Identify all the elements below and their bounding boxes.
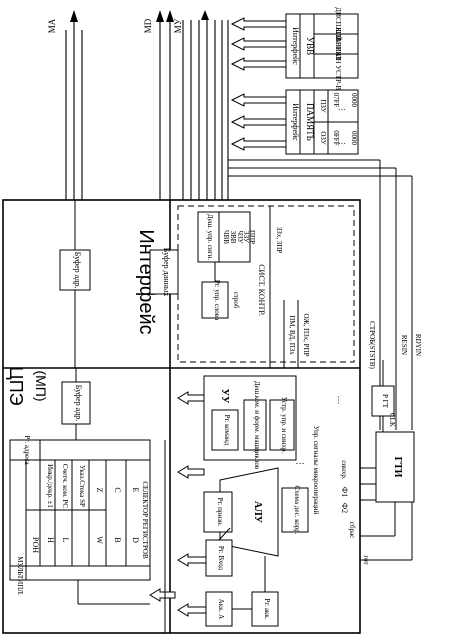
io-group (230, 13, 359, 79)
cpu-subtitle: (МП) (33, 370, 49, 401)
memory-pzu-start: 0000 (350, 93, 358, 108)
sys-ctrl-label: СИСТ. КОНТР. (257, 264, 266, 316)
reg-b-label: B (113, 537, 122, 542)
memory-pzu-end: 07FF (332, 93, 340, 108)
selector-label: СЕЛЕКТОР РЕГИСТРОВ (141, 481, 149, 559)
cmd-register-label: Рг. команд (223, 415, 231, 446)
memory-pzu-label: ПЗУ (319, 99, 327, 112)
gti-clk-label: CLK (388, 413, 396, 427)
zpr-line-label: ЗЗх, ЗПР (275, 227, 283, 254)
control-decoder-label: Деш. упр. сигн. (206, 214, 214, 261)
addr-register-label: Рг. адреса (23, 435, 31, 465)
decoder-output-chzu: ЧЗУ (236, 231, 244, 244)
register-file (9, 439, 151, 581)
memory-title: ПАМЯТЬ (305, 103, 315, 141)
reg-w-label: W (95, 536, 104, 544)
memory-group (230, 89, 359, 155)
gti-rdyin-label: RDYIN (414, 334, 422, 356)
gti-resin-label: RESIN (400, 335, 408, 355)
pc-label: Счетч. ком. PC (61, 464, 69, 509)
addr-buffer-cpu-label: Буфер адр. (74, 385, 83, 422)
reg-d-label: D (131, 537, 140, 543)
io-device-external: ВНЕШН УСТР-ВА (334, 37, 342, 94)
pm-line-label: ПМ, ВД, ПЗх (288, 315, 296, 355)
data-buffer-label: Буфер данных (162, 248, 171, 297)
reg-e-label: E (131, 488, 140, 493)
reg-l-label: L (61, 538, 70, 543)
control-decoder (197, 211, 251, 263)
cpu-frame (2, 199, 361, 634)
gti-block (375, 431, 415, 503)
cpu-title: ЦПЭ (6, 366, 26, 405)
ron-label: РОН (31, 537, 40, 553)
system-buses (65, 10, 229, 200)
ctrl-word-register-label: Рг. упр. слова (213, 280, 221, 321)
bcd-correction (281, 487, 309, 533)
sync-control (269, 399, 295, 451)
flags-register-label: Рг. призн. (216, 498, 224, 527)
alu-label: АЛУ (252, 501, 263, 524)
addr-buffer-interface-label: Буфер адр. (73, 252, 82, 289)
input-register-label: Рг. Вход (217, 546, 225, 571)
bus-label-mu: МУ (173, 18, 183, 33)
gti-sync-label: синхр. (340, 460, 348, 480)
memory-ozu-end: 0FFF (332, 130, 340, 145)
oj-line-label: ОЖ, ПЗх, РПР (302, 313, 310, 356)
decoder-output-ppr: ППР (248, 230, 256, 244)
bus-label-ma: МА (47, 18, 57, 33)
reg-h-label: H (46, 537, 55, 543)
sync-control-label: Устр. упр. и синхр. (280, 397, 288, 454)
io-device-display: ДИСПЛЕЙ (334, 7, 342, 41)
decoder-output-chvv: ЧВВ (222, 230, 230, 244)
cmd-register (211, 409, 239, 451)
io-device-keyboard: КЛАВИАТ (334, 28, 342, 62)
decoder-output-zzu: ЗЗУ (242, 231, 250, 243)
acc-register-label: Рг. акк. (263, 598, 271, 619)
multiplexer-label: МУЛЬТИПЛ. (16, 556, 24, 596)
io-interface-label: Интерфейс (291, 27, 300, 65)
addr-buffer-cpu (61, 381, 91, 425)
gti-label: ГТИ (392, 457, 403, 478)
ctrl-word-register (201, 281, 229, 319)
memory-ozu-dots: … (338, 137, 346, 146)
flags-register (203, 491, 233, 533)
memory-pzu-dots: … (338, 103, 346, 112)
memory-ozu-label: ОЗУ (319, 131, 327, 144)
cmd-decoder (243, 399, 267, 451)
gti-strobe-label: СТРОБ(STSTB) (368, 321, 376, 369)
decoder-output-zvv: ЗВВ (229, 231, 237, 244)
reg-c-label: C (113, 487, 122, 492)
bus-label-md: MD (143, 18, 153, 33)
micro-signals-label: Упр. сигналы микроопераций (312, 426, 320, 515)
gti-reset-label: сбрас (348, 522, 356, 538)
sp-label: Указ.Стека SP (78, 465, 86, 507)
gti-phi2-label: Ф2 (340, 503, 349, 513)
gti-phi1-label: Ф1 (340, 487, 349, 497)
gti-ready-label: Р ГТ (381, 394, 389, 409)
memory-ozu-start: 0000 (350, 131, 358, 146)
strobe-label: строб (232, 292, 240, 309)
accumulator-a-label: Акк. А (217, 599, 225, 619)
memory-interface-label: Интерфейс (291, 103, 300, 141)
incdec-label: Инкр./декр. ±1 (46, 464, 54, 508)
cmd-decoder-label: Деш.ком. и форм. машциклов (253, 381, 261, 470)
bcd-correction-label: Схема дес. корр. (293, 485, 301, 534)
gti-control-lines (228, 159, 413, 430)
control-unit-label: УУ (219, 389, 230, 404)
io-title: УВВ (305, 37, 315, 55)
data-buffer (149, 249, 179, 295)
uu-dots: … (336, 396, 346, 405)
micro-dots: … (296, 456, 305, 466)
reg-z-label: Z (95, 488, 104, 493)
